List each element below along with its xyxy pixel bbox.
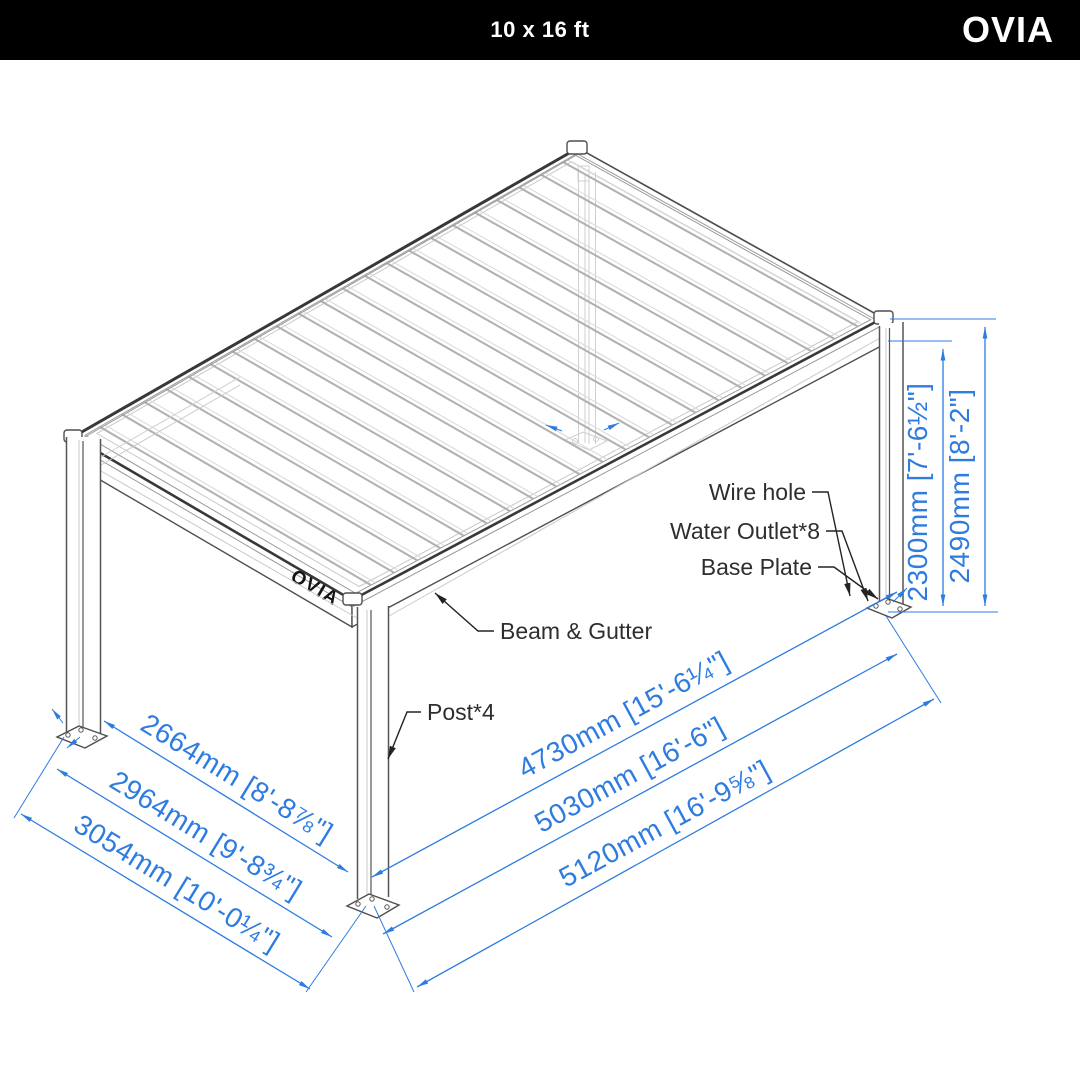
louver-slat-line	[540, 173, 836, 340]
louver-slat-line	[187, 375, 465, 537]
louver-slat-line	[434, 234, 724, 399]
louver-slat-line	[169, 386, 446, 547]
louver-slat-line	[103, 423, 376, 584]
louver-slat-line	[297, 312, 581, 476]
louver-slat-line	[213, 360, 492, 522]
louver-slat-line	[500, 196, 793, 362]
louver-slat-line	[341, 287, 627, 451]
louver-slat-line	[257, 335, 538, 498]
louver-slat-line	[522, 184, 817, 350]
roof-louvers	[99, 158, 863, 586]
louver-slat-line	[319, 299, 604, 463]
roof-corner-caps	[63, 140, 894, 606]
louver-slat-line	[275, 324, 557, 488]
louver-slat-line	[279, 323, 562, 485]
louver-slat-line	[363, 274, 650, 439]
louver-slat-line	[235, 348, 515, 510]
louver-slat-line	[473, 211, 766, 377]
louver-slat-line	[346, 285, 631, 448]
louver-slat-line	[385, 261, 673, 426]
louver-slat-line	[191, 373, 469, 534]
louver-slat-line	[544, 171, 840, 337]
louver-slat-line	[412, 247, 701, 411]
water-outlet-label: Water Outlet*8	[670, 518, 820, 544]
brand-logo: OVIA	[961, 9, 1054, 50]
louver-slat-line	[125, 411, 399, 571]
beam-gutter-label: Beam & Gutter	[500, 618, 652, 644]
louver-slat-line	[495, 198, 789, 365]
height-dimensions: 2300mm [7'-6½"] 2490mm [8'-2"]	[888, 318, 998, 613]
louver-slat-line	[121, 413, 395, 574]
louver-slat-line	[209, 362, 488, 525]
header-bar: 10 x 16 ft OVIA	[0, 0, 1080, 60]
front-post	[345, 606, 401, 919]
louver-slat-line	[566, 158, 863, 325]
louver-slat-line	[562, 160, 859, 328]
louver-slat-line	[253, 337, 534, 500]
louver-slat-line	[390, 259, 678, 424]
wire-hole-label: Wire hole	[709, 479, 806, 505]
size-title: 10 x 16 ft	[490, 17, 590, 42]
louver-slat-line	[429, 236, 720, 402]
louver-slat-line	[407, 249, 697, 414]
louver-slat-line	[456, 222, 747, 387]
dim-length-overall: 5120mm [16'-9⅝"]	[554, 754, 775, 893]
left-post	[55, 437, 109, 749]
louver-slat-line	[165, 388, 442, 550]
louver-slat-line	[147, 398, 423, 559]
dim-height-overall: 2490mm [8'-2"]	[944, 388, 975, 583]
depth-dimensions: 2664mm [8'-8⅞"] 2964mm [9'-8¾"] 3054mm […	[13, 707, 349, 990]
dim-height-clearance: 2300mm [7'-6½"]	[902, 383, 933, 602]
louver-slat-line	[518, 186, 812, 353]
louver-slat-line	[368, 272, 654, 436]
length-dimensions: 4730mm [15'-6¼"] 5030mm [16'-6"] 5120mm …	[305, 587, 942, 993]
roof	[71, 146, 885, 601]
louver-slat-line	[478, 209, 770, 374]
base-plate-label: Base Plate	[701, 554, 812, 580]
under-roof-lines	[100, 337, 881, 619]
louver-slat-line	[324, 297, 608, 461]
post-label: Post*4	[427, 699, 495, 725]
louver-slat-line	[451, 224, 743, 389]
louver-slat-line	[99, 425, 372, 586]
louver-slat-line	[231, 350, 511, 513]
louver-slat-line	[301, 310, 585, 473]
far-post-arrows	[545, 422, 620, 432]
louver-slat-line	[143, 400, 418, 562]
part-labels: Wire hole Water Outlet*8 Base Plate Beam…	[427, 479, 820, 725]
